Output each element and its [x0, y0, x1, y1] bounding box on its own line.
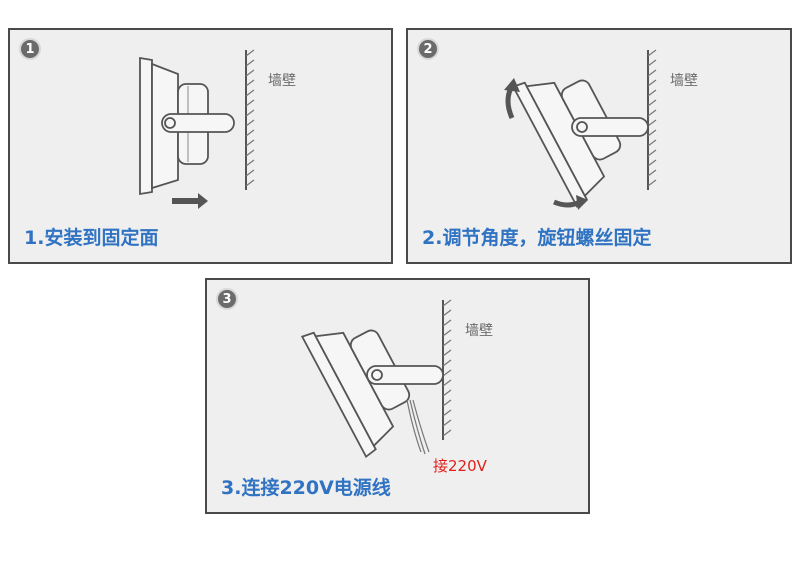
- wall: [245, 49, 255, 190]
- step-3-caption: 3.连接220V电源线: [221, 477, 391, 499]
- rotate-up-arrowhead-icon: [504, 78, 520, 92]
- power-note: 接220V: [433, 457, 487, 475]
- wall: [442, 299, 452, 440]
- step-1-panel: 1 墙壁 1.安装到固定面: [8, 28, 393, 264]
- rotate-down-arrowhead-icon: [576, 195, 588, 210]
- push-arrow-icon: [172, 193, 208, 209]
- step-3-illustration: [300, 299, 452, 459]
- wall-label: 墙壁: [268, 73, 296, 89]
- bracket: [571, 117, 649, 137]
- step-1-illustration: [139, 49, 255, 209]
- wall-label: 墙壁: [465, 323, 493, 339]
- rotate-down-arrow-icon: [553, 199, 582, 208]
- bracket: [366, 365, 444, 385]
- power-cable: [406, 399, 430, 455]
- step-2-illustration: [504, 49, 657, 210]
- step-3-panel: 3: [205, 278, 590, 514]
- wall-label: 墙壁: [670, 73, 698, 89]
- step-2-badge: 2: [417, 38, 439, 60]
- wall: [647, 49, 657, 190]
- step-1-badge: 1: [19, 38, 41, 60]
- step-2-caption: 2.调节角度，旋钮螺丝固定: [422, 227, 652, 249]
- step-3-badge: 3: [216, 288, 238, 310]
- step-2-panel: 2 墙壁 2: [406, 28, 792, 264]
- floodlight: [139, 56, 235, 196]
- step-1-caption: 1.安装到固定面: [24, 227, 159, 249]
